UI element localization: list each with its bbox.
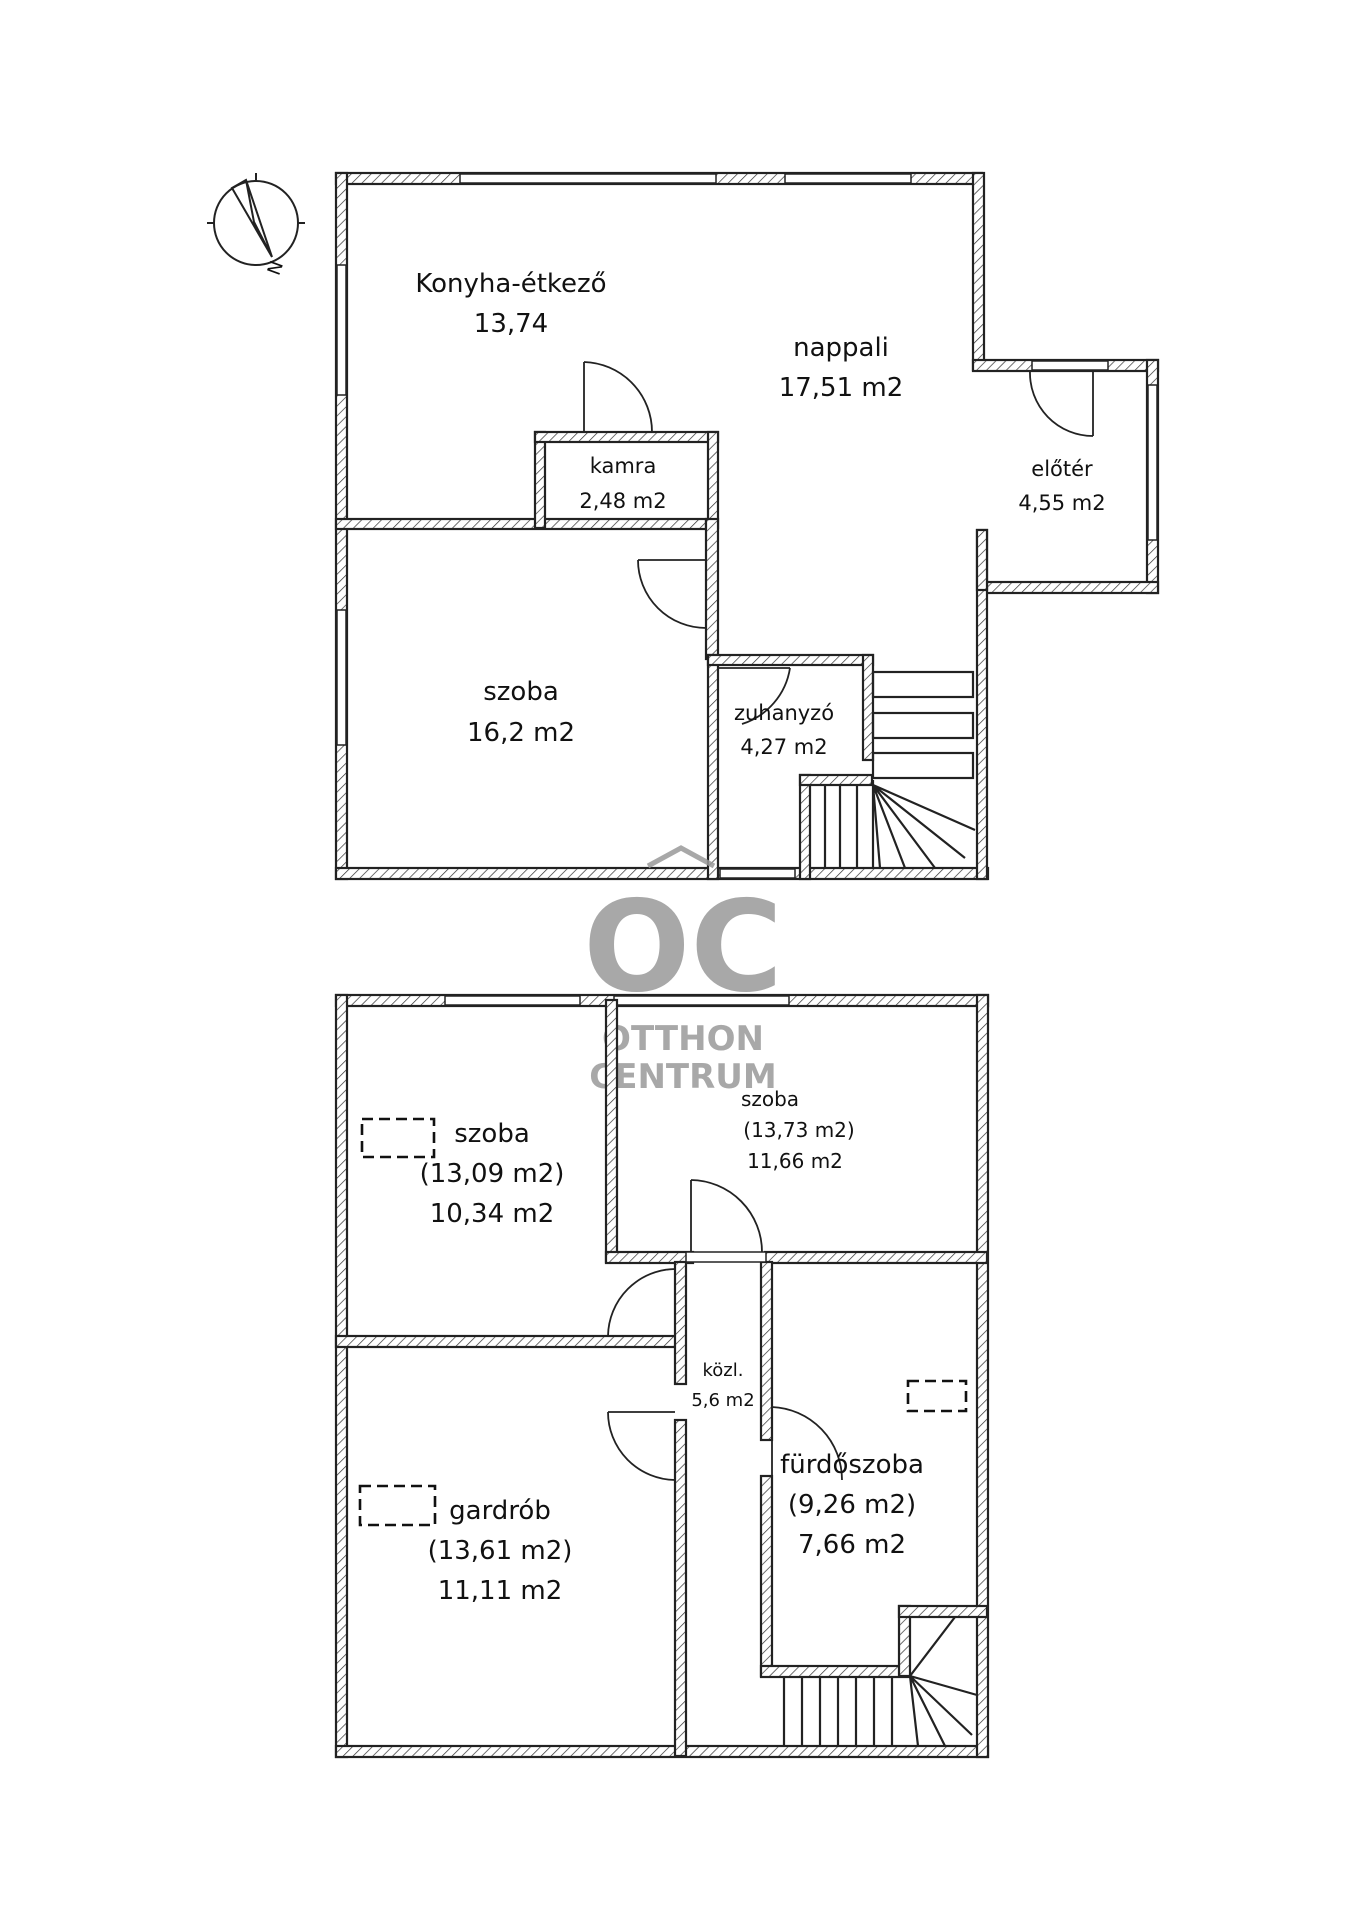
- room-area-kamra: 2,48 m2: [579, 489, 666, 513]
- room-name-nappali: nappali: [793, 333, 889, 363]
- skylight-szoba: [360, 1117, 436, 1159]
- upper-floor-outer-walls: [334, 993, 990, 1759]
- room-area-szoba: 16,2 m2: [467, 718, 575, 748]
- szoba-right-door: [690, 1179, 763, 1253]
- room-area-szoba-left: 10,34 m2: [430, 1199, 555, 1229]
- room-gross-gardrob: (13,61 m2): [428, 1536, 573, 1566]
- upper-floor-interior-walls: [334, 998, 989, 1758]
- eloter-door: [1029, 370, 1094, 437]
- upper-floor: szoba (13,09 m2) 10,34 m2 szoba (13,73 m…: [334, 993, 990, 1759]
- room-area-nappali: 17,51 m2: [779, 373, 904, 403]
- compass: N: [207, 173, 305, 278]
- upper-floor-stairs: [782, 1616, 978, 1747]
- ground-floor-doors: [583, 361, 1094, 725]
- room-name-kozl: közl.: [703, 1360, 744, 1381]
- room-gross-szoba-right: (13,73 m2): [743, 1118, 854, 1142]
- kamra-door: [583, 361, 653, 433]
- skylight-gardrob: [358, 1484, 437, 1527]
- room-name-konyha: Konyha-étkező: [415, 269, 606, 299]
- zuhanyzo-door: [718, 667, 791, 725]
- room-area-konyha: 13,74: [474, 309, 548, 339]
- eloter-label: előtér 4,55 m2: [1018, 457, 1105, 515]
- room-name-furdoszoba: fürdőszoba: [780, 1450, 924, 1480]
- room-area-zuhanyzo: 4,27 m2: [740, 735, 827, 759]
- szoba-left-door: [607, 1268, 676, 1337]
- upper-floor-openings: [444, 995, 790, 1006]
- kamra-label: kamra 2,48 m2: [579, 454, 666, 513]
- konyha-label: Konyha-étkező 13,74: [415, 269, 606, 339]
- roof-icon: [646, 845, 716, 869]
- kozl-label: közl. 5,6 m2: [691, 1360, 754, 1411]
- room-area-gardrob: 11,11 m2: [438, 1576, 563, 1606]
- ground-floor-openings: [336, 173, 1158, 879]
- gardrob-door: [607, 1411, 676, 1481]
- gardrob-label: gardrób (13,61 m2) 11,11 m2: [428, 1496, 573, 1606]
- room-name-kamra: kamra: [590, 454, 657, 478]
- room-name-eloter: előtér: [1031, 457, 1093, 481]
- szoba-door: [637, 559, 707, 629]
- room-area-kozl: 5,6 m2: [691, 1390, 754, 1411]
- szoba-label: szoba 16,2 m2: [467, 677, 575, 748]
- zuhanyzo-label: zuhanyzó 4,27 m2: [734, 701, 834, 759]
- room-name-zuhanyzo: zuhanyzó: [734, 701, 834, 725]
- room-name-szoba: szoba: [483, 677, 559, 707]
- skylight-furdoszoba: [906, 1379, 968, 1413]
- szoba-left-label: szoba (13,09 m2) 10,34 m2: [420, 1119, 565, 1229]
- skylights: [358, 1117, 968, 1527]
- upper-floor-doors: [607, 1179, 843, 1481]
- room-area-szoba-right: 11,66 m2: [747, 1149, 843, 1173]
- szoba-right-label: szoba (13,73 m2) 11,66 m2: [741, 1087, 855, 1173]
- ground-floor-stairs: [823, 670, 976, 869]
- room-area-eloter: 4,55 m2: [1018, 491, 1105, 515]
- ground-floor: Konyha-étkező 13,74 nappali 17,51 m2 elő…: [334, 171, 1160, 881]
- furdoszoba-label: fürdőszoba (9,26 m2) 7,66 m2: [780, 1450, 924, 1560]
- compass-north-label: N: [264, 258, 288, 278]
- room-gross-szoba-left: (13,09 m2): [420, 1159, 565, 1189]
- north-arrow-icon: [207, 173, 305, 266]
- ground-floor-interior-walls: [334, 430, 989, 881]
- room-gross-furdoszoba: (9,26 m2): [788, 1490, 916, 1520]
- watermark-line1: OTTHON: [602, 1019, 764, 1059]
- nappali-label: nappali 17,51 m2: [779, 333, 904, 403]
- room-name-szoba-right: szoba: [741, 1087, 799, 1111]
- room-area-furdoszoba: 7,66 m2: [798, 1530, 906, 1560]
- furdoszoba-door: [771, 1406, 843, 1481]
- room-name-gardrob: gardrób: [449, 1496, 551, 1526]
- watermark-line2: CENTRUM: [589, 1057, 776, 1097]
- room-name-szoba-left: szoba: [454, 1119, 530, 1149]
